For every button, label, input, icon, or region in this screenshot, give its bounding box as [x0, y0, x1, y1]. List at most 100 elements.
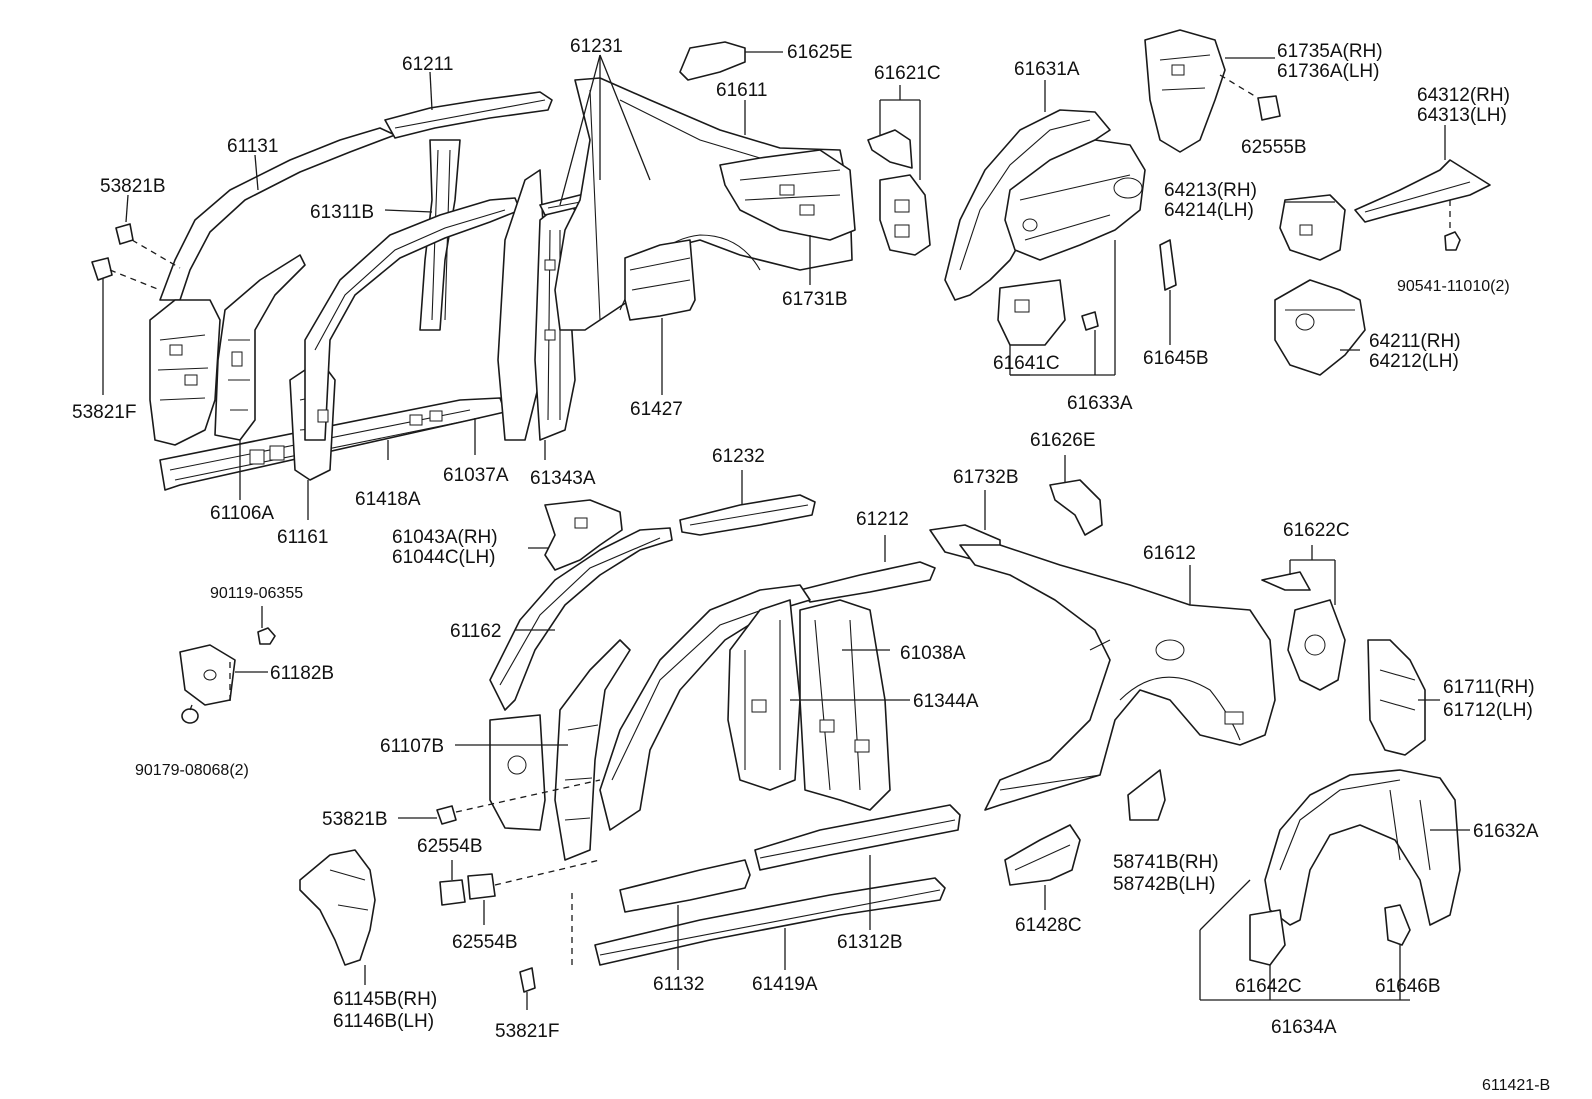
- label-62554B-bot[interactable]: 62554B: [452, 932, 518, 953]
- label-61626E[interactable]: 61626E: [1030, 430, 1096, 451]
- label-61711-rh[interactable]: 61711(RH): [1443, 677, 1535, 698]
- part-61621C-upper[interactable]: [867, 129, 913, 169]
- label-61038A[interactable]: 61038A: [900, 643, 966, 664]
- label-61182B[interactable]: 61182B: [270, 663, 334, 684]
- label-61633A[interactable]: 61633A: [1067, 393, 1133, 414]
- part-61735A-gusset[interactable]: [1144, 29, 1226, 153]
- label-64313-lh[interactable]: 64313(LH): [1417, 105, 1507, 126]
- label-61621C[interactable]: 61621C: [874, 63, 941, 84]
- part-61145B-bracket[interactable]: [299, 849, 376, 966]
- label-61044C-lh[interactable]: 61044C(LH): [392, 547, 496, 568]
- part-62554B-pad-a[interactable]: [439, 879, 466, 906]
- part-61428C-bracket[interactable]: [1004, 824, 1081, 886]
- part-61344A-pillar-inner[interactable]: [799, 599, 891, 811]
- label-61645B[interactable]: 61645B: [1143, 348, 1209, 369]
- label-61312B[interactable]: 61312B: [837, 932, 903, 953]
- label-53821B-top[interactable]: 53821B: [100, 176, 166, 197]
- part-61633A-clip[interactable]: [1081, 311, 1099, 331]
- part-61631A-wheelhouse-inner[interactable]: [1004, 139, 1146, 261]
- part-61131-pillar[interactable]: [149, 299, 221, 446]
- part-53821B-mid-clip[interactable]: [436, 805, 457, 825]
- part-61312B-rocker[interactable]: [754, 804, 961, 871]
- label-61106A[interactable]: 61106A: [210, 503, 274, 524]
- label-61641C[interactable]: 61641C: [993, 353, 1060, 374]
- label-53821F-left[interactable]: 53821F: [72, 402, 136, 423]
- label-64312-rh[interactable]: 64312(RH): [1417, 85, 1510, 106]
- label-61037A[interactable]: 61037A: [443, 465, 509, 486]
- part-53821F-bottom-clip[interactable]: [519, 967, 536, 993]
- label-90179[interactable]: 90179-08068(2): [135, 762, 249, 779]
- part-61646B-panel[interactable]: [1384, 904, 1411, 946]
- part-53821B-top-clip[interactable]: [115, 223, 134, 245]
- label-61132[interactable]: 61132: [653, 974, 704, 995]
- label-61632A[interactable]: 61632A: [1473, 821, 1539, 842]
- part-53821F-left-clip[interactable]: [91, 257, 113, 281]
- label-58741B-rh[interactable]: 58741B(RH): [1113, 852, 1219, 873]
- part-64211-bracket[interactable]: [1274, 279, 1366, 376]
- part-61132-rocker[interactable]: [619, 859, 751, 913]
- label-61419A[interactable]: 61419A: [752, 974, 818, 995]
- label-58742B-lh[interactable]: 58742B(LH): [1113, 874, 1215, 895]
- part-61622C-upper[interactable]: [1261, 571, 1311, 591]
- label-53821B-mid[interactable]: 53821B: [322, 809, 388, 830]
- part-90541-bolt[interactable]: [1444, 231, 1461, 251]
- part-61632A-wheelhouse[interactable]: [1264, 769, 1461, 926]
- label-61211[interactable]: 61211: [402, 54, 453, 75]
- label-61736A-lh[interactable]: 61736A(LH): [1277, 61, 1379, 82]
- part-61037A-pillar[interactable]: [304, 197, 521, 441]
- label-61043A-rh[interactable]: 61043A(RH): [392, 527, 498, 548]
- label-90541[interactable]: 90541-11010(2): [1397, 278, 1510, 295]
- part-61642C-bracket[interactable]: [1249, 909, 1286, 966]
- part-61645B-panel[interactable]: [1159, 239, 1177, 291]
- label-61232[interactable]: 61232: [712, 446, 765, 467]
- part-61711-panel[interactable]: [1367, 639, 1426, 756]
- label-61344A[interactable]: 61344A: [913, 691, 979, 712]
- label-61107B[interactable]: 61107B: [380, 736, 444, 757]
- label-61231[interactable]: 61231: [570, 36, 623, 57]
- part-61641C-bracket[interactable]: [997, 279, 1066, 346]
- part-90119-bolt[interactable]: [257, 627, 276, 645]
- part-61211-rail[interactable]: [384, 91, 553, 139]
- part-61106A-pillar[interactable]: [214, 254, 306, 441]
- part-61107B-pillar[interactable]: [554, 639, 631, 861]
- label-61642C[interactable]: 61642C: [1235, 976, 1302, 997]
- label-61611[interactable]: 61611: [716, 80, 767, 101]
- part-64312-member[interactable]: [1354, 159, 1491, 223]
- label-61146B-lh[interactable]: 61146B(LH): [333, 1011, 434, 1032]
- part-62555B-pad[interactable]: [1257, 95, 1281, 121]
- label-61612[interactable]: 61612: [1143, 543, 1196, 564]
- part-61625E-clip[interactable]: [679, 41, 746, 81]
- label-61161[interactable]: 61161: [277, 527, 328, 548]
- label-62554B-top[interactable]: 62554B: [417, 836, 483, 857]
- part-61621C-lower[interactable]: [879, 174, 931, 256]
- label-61634A[interactable]: 61634A: [1271, 1017, 1337, 1038]
- label-61145B-rh[interactable]: 61145B(RH): [333, 989, 437, 1010]
- label-61646B[interactable]: 61646B: [1375, 976, 1441, 997]
- label-90119[interactable]: 90119-06355: [210, 585, 303, 602]
- label-61731B[interactable]: 61731B: [782, 289, 848, 310]
- label-61625E[interactable]: 61625E: [787, 42, 853, 63]
- label-61131[interactable]: 61131: [227, 136, 278, 157]
- label-61735A-rh[interactable]: 61735A(RH): [1277, 41, 1383, 62]
- part-58741B-pad[interactable]: [1127, 769, 1166, 821]
- label-64212-lh[interactable]: 64212(LH): [1369, 351, 1459, 372]
- label-61732B[interactable]: 61732B: [953, 467, 1019, 488]
- label-64214-lh[interactable]: 64214(LH): [1164, 200, 1254, 221]
- part-61212-rail[interactable]: [799, 561, 936, 603]
- label-61428C[interactable]: 61428C: [1015, 915, 1082, 936]
- label-61212[interactable]: 61212: [856, 509, 909, 530]
- part-62554B-pad-b[interactable]: [467, 873, 496, 900]
- part-61043A-bracket[interactable]: [544, 499, 623, 571]
- label-64211-rh[interactable]: 64211(RH): [1369, 331, 1461, 352]
- part-61419A-rocker[interactable]: [594, 877, 946, 966]
- label-61631A[interactable]: 61631A: [1014, 59, 1080, 80]
- label-64213-rh[interactable]: 64213(RH): [1164, 180, 1257, 201]
- label-61311B[interactable]: 61311B: [310, 202, 374, 223]
- part-61344A-pillar[interactable]: [727, 599, 801, 791]
- part-61612-quarter[interactable]: [959, 544, 1276, 811]
- label-61162[interactable]: 61162: [450, 621, 501, 642]
- label-61343A[interactable]: 61343A: [530, 468, 596, 489]
- part-61626E-clip[interactable]: [1049, 479, 1103, 536]
- label-61712-lh[interactable]: 61712(LH): [1443, 700, 1533, 721]
- label-53821F-bot[interactable]: 53821F: [495, 1021, 559, 1042]
